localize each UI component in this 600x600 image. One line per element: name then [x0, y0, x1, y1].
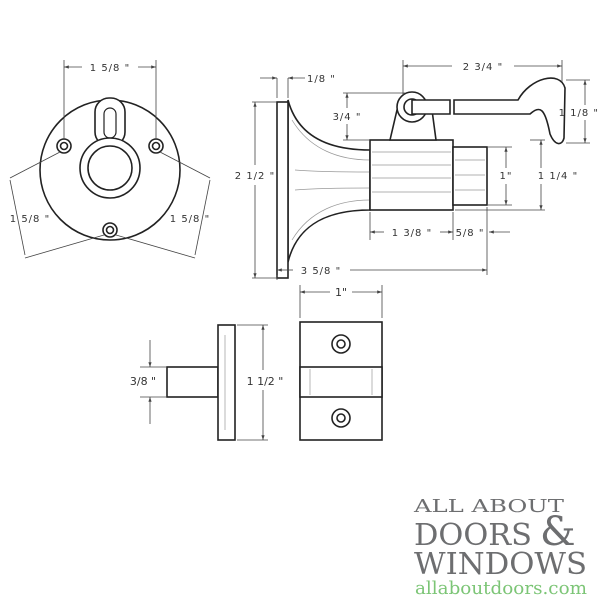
bumper-tip: [452, 146, 488, 206]
dim-plate-height: 2 1/2 ": [235, 171, 275, 182]
hook-arm: [453, 77, 566, 145]
logo-url: allaboutdoors.com: [415, 578, 587, 599]
dim-bumper-length: 5/8 ": [456, 228, 485, 239]
dim-rosette-right: 1 5/8 ": [170, 214, 210, 225]
dim-body-length: 1 3/8 ": [392, 228, 432, 239]
side-view: 1/8 " 2 3/4 " 3/4 " 1 1/8 " 2 1/2 " 1" 1…: [235, 60, 599, 280]
keeper-pin: [166, 366, 219, 398]
logo-line3: WINDOWS: [414, 547, 587, 582]
dim-keeper-height: 1 1/2 ": [247, 375, 284, 388]
keeper-front-view: 1": [299, 285, 383, 441]
dim-hook-length: 2 3/4 ": [463, 62, 503, 73]
flared-body: [287, 99, 371, 263]
rosette-view: 1 5/8 " 1 5/8 " 1 5/8 ": [9, 60, 211, 259]
dim-hook-offset: 3/4 ": [333, 112, 362, 123]
mounting-plate: [276, 101, 289, 279]
dim-plate-thickness: 1/8 ": [307, 74, 336, 85]
logo-line1: ALL ABOUT: [413, 496, 564, 517]
dim-keeper-pin: 3/8 ": [130, 375, 156, 388]
dim-overall-length: 3 5/8 ": [301, 266, 341, 277]
logo-ampersand: &: [540, 509, 576, 555]
keeper-plate: [217, 324, 236, 441]
dim-keeper-width: 1": [335, 286, 347, 299]
dim-body-dia: 1 1/4 ": [538, 171, 578, 182]
dim-bumper-dia: 1": [500, 171, 513, 182]
dim-hook-height: 1 1/8 ": [559, 108, 599, 119]
brand-logo: ALL ABOUT DOORS & WINDOWS allaboutdoors.…: [413, 496, 587, 599]
keeper-side-view: 3/8 " 1 1/2 ": [130, 324, 284, 441]
dim-rosette-width: 1 5/8 ": [90, 63, 130, 74]
body-cylinder: [369, 139, 454, 211]
dim-rosette-left: 1 5/8 ": [10, 214, 50, 225]
keeper-band: [299, 366, 383, 398]
logo-line2: DOORS: [414, 518, 532, 553]
